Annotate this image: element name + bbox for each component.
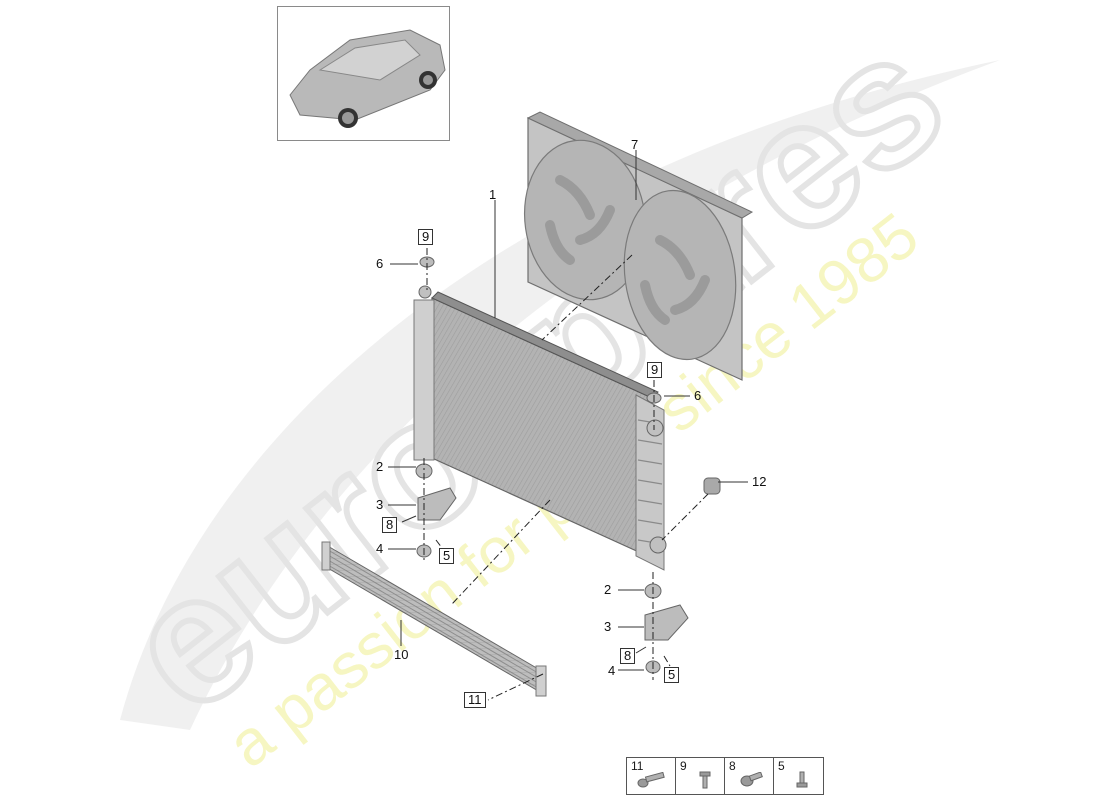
callout-6-top-left[interactable]: 6 xyxy=(376,256,384,271)
legend-cell-9[interactable]: 9 xyxy=(676,758,725,794)
callout-4-left[interactable]: 4 xyxy=(376,541,384,556)
callout-3-right[interactable]: 3 xyxy=(604,619,612,634)
legend-number: 5 xyxy=(778,759,785,773)
hose-connector xyxy=(703,477,721,495)
small-screw-icon xyxy=(796,771,808,788)
legend-number: 11 xyxy=(631,759,644,773)
short-screw-icon xyxy=(699,771,711,789)
leader-lines xyxy=(388,150,748,671)
callout-11[interactable]: 11 xyxy=(464,692,486,708)
callout-9-top-left[interactable]: 9 xyxy=(418,229,434,245)
radiator xyxy=(413,285,667,571)
long-bolt-icon xyxy=(637,772,665,788)
legend-number: 9 xyxy=(680,759,687,773)
callout-6-top-right[interactable]: 6 xyxy=(694,388,702,403)
legend-number: 8 xyxy=(729,759,736,773)
callout-4-right[interactable]: 4 xyxy=(608,663,616,678)
flange-bolt-icon xyxy=(740,772,763,787)
legend-cell-8[interactable]: 8 xyxy=(725,758,774,794)
vehicle-thumbnail xyxy=(277,6,450,141)
callout-2-left[interactable]: 2 xyxy=(376,459,384,474)
callout-3-left[interactable]: 3 xyxy=(376,497,384,512)
callout-7[interactable]: 7 xyxy=(631,137,639,152)
callout-8-right[interactable]: 8 xyxy=(620,648,636,664)
legend-cell-11[interactable]: 11 xyxy=(627,758,676,794)
legend-cell-5[interactable]: 5 xyxy=(774,758,823,794)
fastener-legend: 11 9 8 5 xyxy=(626,757,824,795)
callout-1[interactable]: 1 xyxy=(489,187,497,202)
callout-10[interactable]: 10 xyxy=(394,647,409,662)
alignment-lines xyxy=(423,248,709,701)
callout-12[interactable]: 12 xyxy=(752,474,767,489)
callout-8-left[interactable]: 8 xyxy=(382,517,398,533)
callout-2-right[interactable]: 2 xyxy=(604,582,612,597)
auxiliary-cooler xyxy=(321,541,547,697)
callout-5-right[interactable]: 5 xyxy=(664,667,680,683)
callout-5-left[interactable]: 5 xyxy=(439,548,455,564)
callout-9-top-right[interactable]: 9 xyxy=(647,362,663,378)
fan-shroud xyxy=(523,111,754,381)
